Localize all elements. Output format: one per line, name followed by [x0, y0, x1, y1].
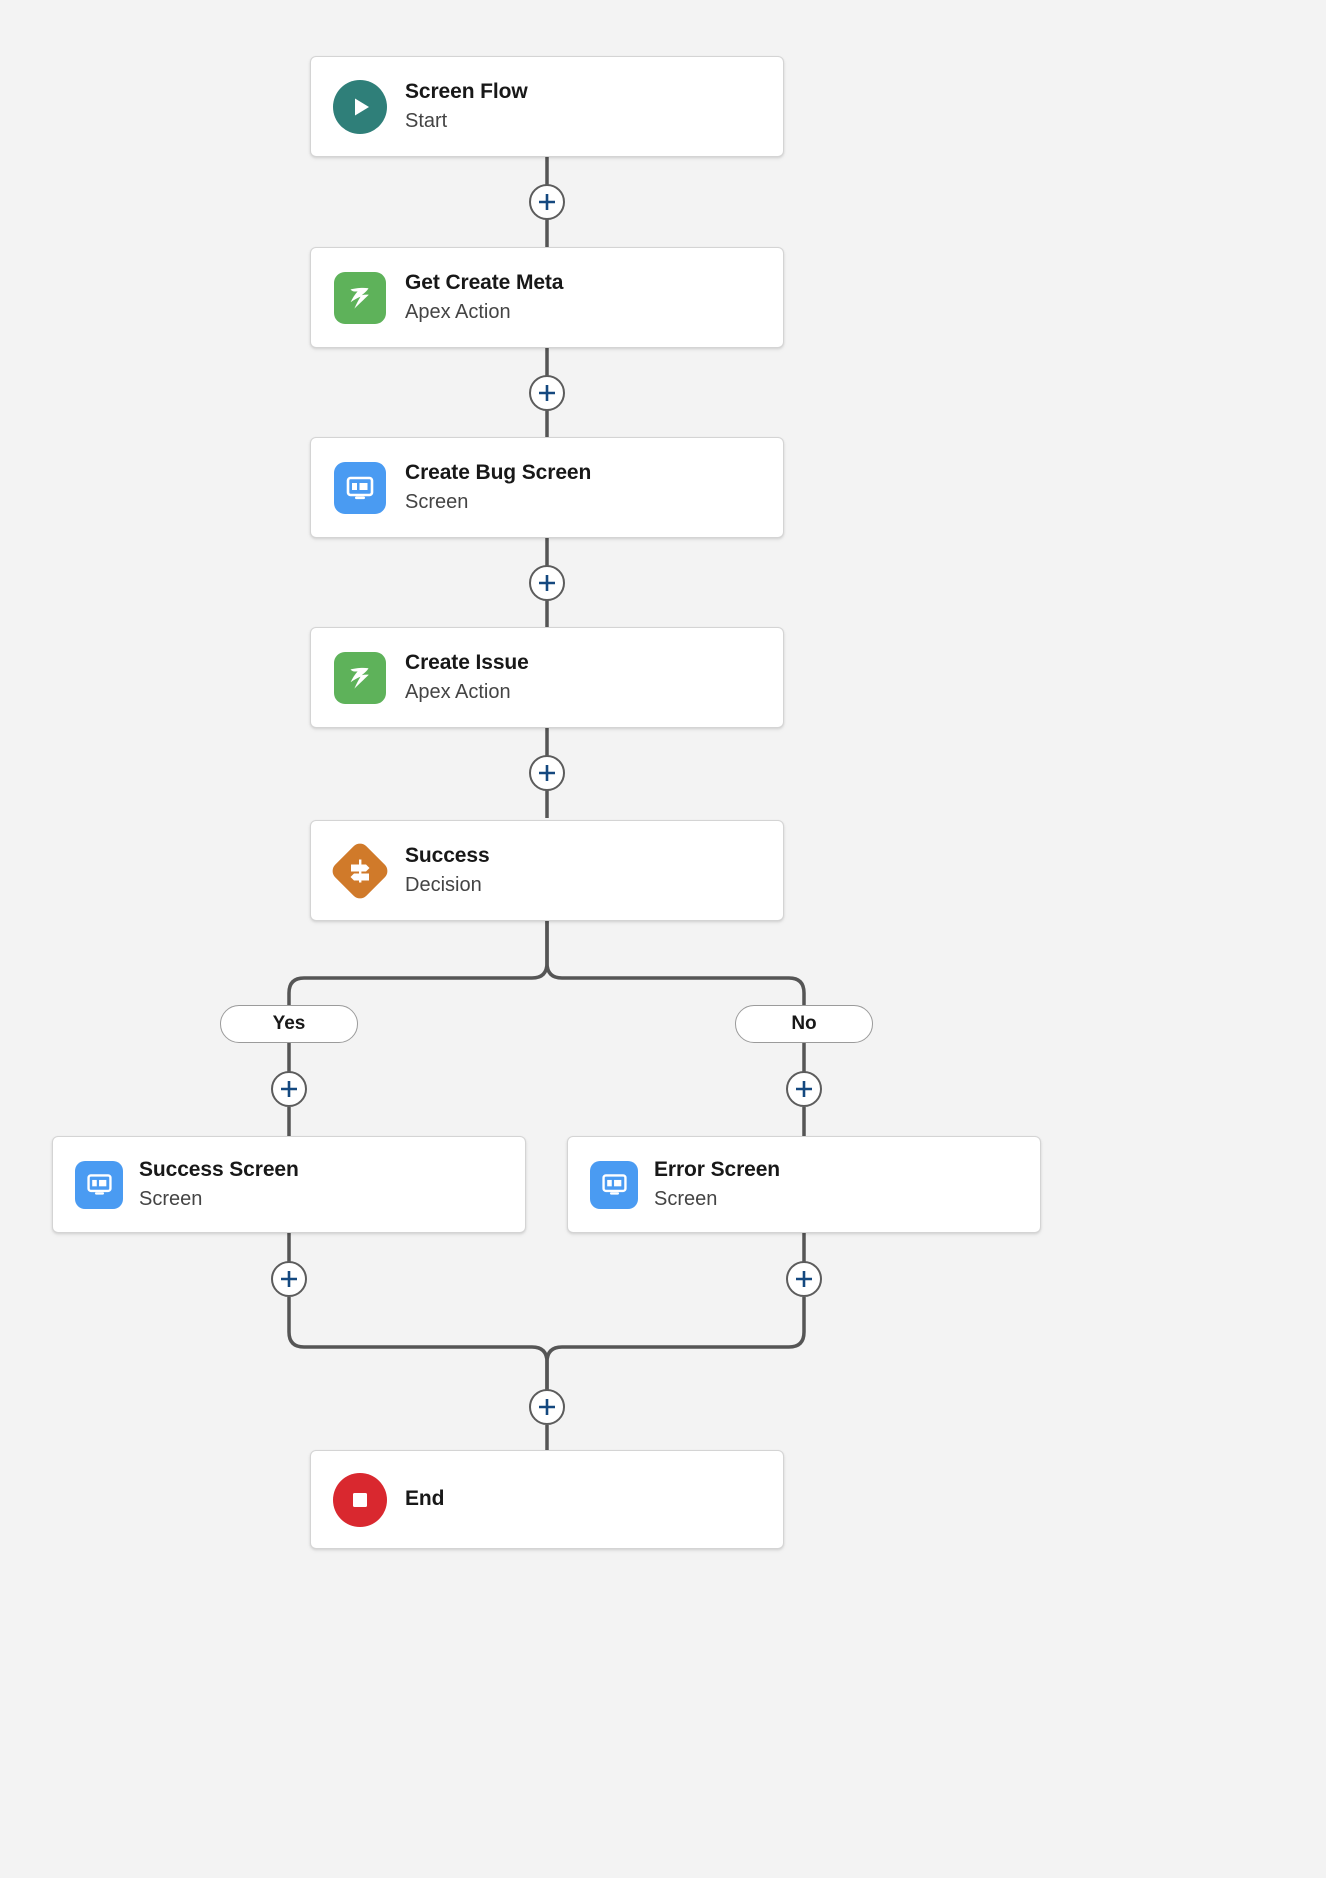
screen-icon — [75, 1160, 123, 1209]
flow-node-success-screen[interactable]: Success Screen Screen — [52, 1136, 526, 1233]
flow-node-end[interactable]: End — [310, 1450, 784, 1549]
node-title: Create Issue — [405, 651, 529, 675]
node-label-group: Success Screen Screen — [139, 1157, 299, 1212]
branch-label-text: No — [791, 1013, 817, 1034]
node-label-group: Create Bug Screen Screen — [405, 460, 591, 515]
screen-icon — [333, 461, 387, 515]
wire-yes-merge — [287, 1297, 549, 1390]
wire-decision-to-yes — [287, 921, 549, 1005]
node-subtitle: Screen — [405, 490, 469, 513]
branch-label-yes[interactable]: Yes — [220, 1005, 358, 1043]
node-subtitle: Apex Action — [405, 300, 511, 323]
node-label-group: Create Issue Apex Action — [405, 650, 529, 705]
flow-node-get-create-meta[interactable]: Get Create Meta Apex Action — [310, 247, 784, 348]
add-element-button[interactable] — [271, 1261, 307, 1297]
node-title: End — [405, 1487, 445, 1511]
node-title: Screen Flow — [405, 80, 528, 104]
apex-icon — [333, 651, 387, 705]
flow-node-success-decision[interactable]: Success Decision — [310, 820, 784, 921]
screen-icon — [590, 1160, 638, 1209]
flow-node-start[interactable]: Screen Flow Start — [310, 56, 784, 157]
node-label-group: Screen Flow Start — [405, 79, 528, 134]
node-title: Success — [405, 844, 490, 868]
node-subtitle: Screen — [654, 1187, 718, 1210]
node-subtitle: Decision — [405, 873, 482, 896]
wire-no-merge — [545, 1297, 806, 1390]
add-element-button[interactable] — [529, 755, 565, 791]
add-element-button[interactable] — [529, 1389, 565, 1425]
node-label-group: End — [405, 1486, 444, 1513]
add-element-button[interactable] — [529, 375, 565, 411]
add-element-button[interactable] — [786, 1071, 822, 1107]
flow-node-create-bug-screen[interactable]: Create Bug Screen Screen — [310, 437, 784, 538]
node-title: Error Screen — [654, 1158, 781, 1182]
node-label-group: Error Screen Screen — [654, 1157, 780, 1212]
node-label-group: Get Create Meta Apex Action — [405, 270, 563, 325]
node-subtitle: Screen — [139, 1187, 203, 1210]
branch-label-text: Yes — [272, 1013, 306, 1034]
node-title: Create Bug Screen — [405, 461, 592, 485]
node-subtitle: Start — [405, 109, 448, 132]
apex-icon — [333, 271, 387, 325]
flow-node-error-screen[interactable]: Error Screen Screen — [567, 1136, 1041, 1233]
add-element-button[interactable] — [529, 565, 565, 601]
add-element-button[interactable] — [529, 184, 565, 220]
branch-label-no[interactable]: No — [735, 1005, 873, 1043]
flow-node-create-issue[interactable]: Create Issue Apex Action — [310, 627, 784, 728]
play-icon — [333, 79, 387, 134]
add-element-button[interactable] — [271, 1071, 307, 1107]
node-subtitle: Apex Action — [405, 680, 511, 703]
wire-decision-to-no — [545, 921, 806, 1005]
node-title: Get Create Meta — [405, 271, 564, 295]
decision-icon — [328, 839, 392, 902]
stop-icon — [333, 1472, 387, 1527]
add-element-button[interactable] — [786, 1261, 822, 1297]
node-title: Success Screen — [139, 1158, 299, 1182]
node-label-group: Success Decision — [405, 843, 490, 898]
